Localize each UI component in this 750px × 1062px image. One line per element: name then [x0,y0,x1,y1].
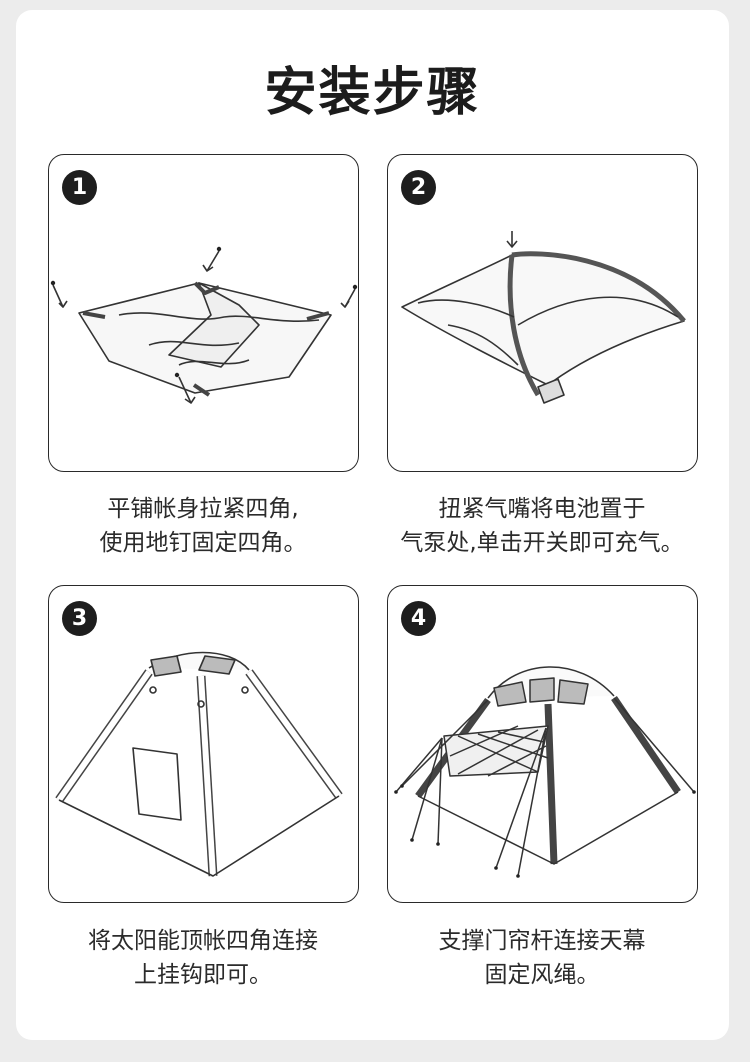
step-number-badge: 2 [401,170,436,205]
flat-tent-illustration [50,246,358,404]
caption-line: 上挂钩即可。 [134,962,272,988]
caption-line: 将太阳能顶帐四角连接 [88,928,318,954]
canopy-tent-illustration [394,666,696,878]
caption-line: 气泵处,单击开关即可充气。 [400,530,684,556]
step-3-panel: 3 [48,585,359,903]
step-3-caption: 将太阳能顶帐四角连接 上挂钩即可。 [38,924,368,992]
step-number-badge: 1 [62,170,97,205]
step-2-panel: 2 [387,154,698,472]
step-1-panel: 1 [48,154,359,472]
step-1-caption: 平铺帐身拉紧四角, 使用地钉固定四角。 [38,492,368,560]
caption-line: 使用地钉固定四角。 [99,530,307,556]
inflating-tent-illustration [401,231,686,404]
page-title: 安装步骤 [264,63,481,123]
solar-top-tent-illustration [55,651,343,877]
caption-line: 固定风绳。 [484,962,600,988]
step-2-caption: 扭紧气嘴将电池置于 气泵处,单击开关即可充气。 [377,492,707,560]
step-4-panel: 4 [387,585,698,903]
caption-line: 扭紧气嘴将电池置于 [438,496,646,522]
step-number-badge: 4 [401,601,436,636]
page-card: 安装步骤 1 [16,10,729,1040]
caption-line: 支撑门帘杆连接天幕 [438,928,646,954]
caption-line: 平铺帐身拉紧四角, [107,496,299,522]
step-4-caption: 支撑门帘杆连接天幕 固定风绳。 [377,924,707,992]
step-number-badge: 3 [62,601,97,636]
